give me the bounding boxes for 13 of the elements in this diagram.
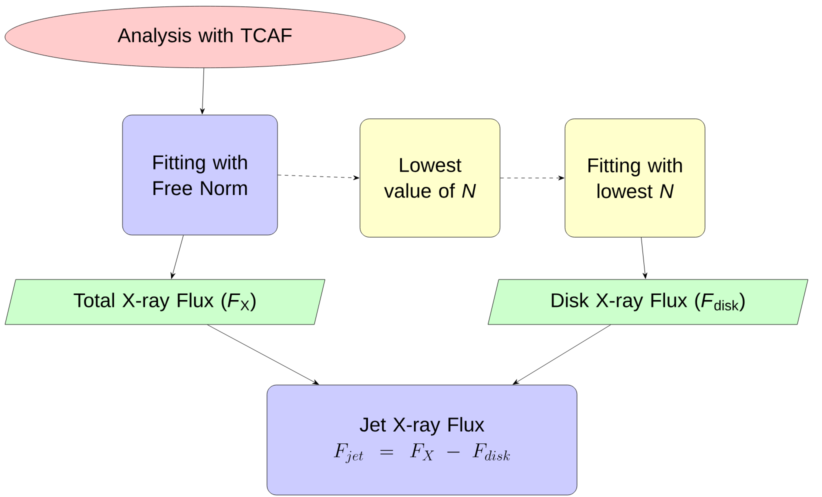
data-parallelogram: Total X-ray Flux (F$_{X}$) bbox=[4, 279, 326, 325]
arrow bbox=[200, 68, 205, 114]
process-box: Fitting with Free Norm bbox=[122, 114, 278, 236]
data-parallelogram: Disk X-ray Flux (F$_{disk}$) bbox=[488, 279, 808, 325]
arrow bbox=[641, 237, 648, 279]
process-box: Fitting with lowest N bbox=[564, 118, 706, 238]
arrow bbox=[170, 235, 184, 279]
arrow bbox=[512, 324, 611, 385]
result-box: Jet X-ray Flux $F_{jet} \, = \, F_X \, - \, F_{disk}$ bbox=[266, 384, 578, 496]
arrow bbox=[278, 174, 360, 180]
arrow bbox=[207, 324, 319, 385]
process-box: Lowest value of N bbox=[360, 118, 500, 238]
arrow bbox=[500, 176, 564, 180]
